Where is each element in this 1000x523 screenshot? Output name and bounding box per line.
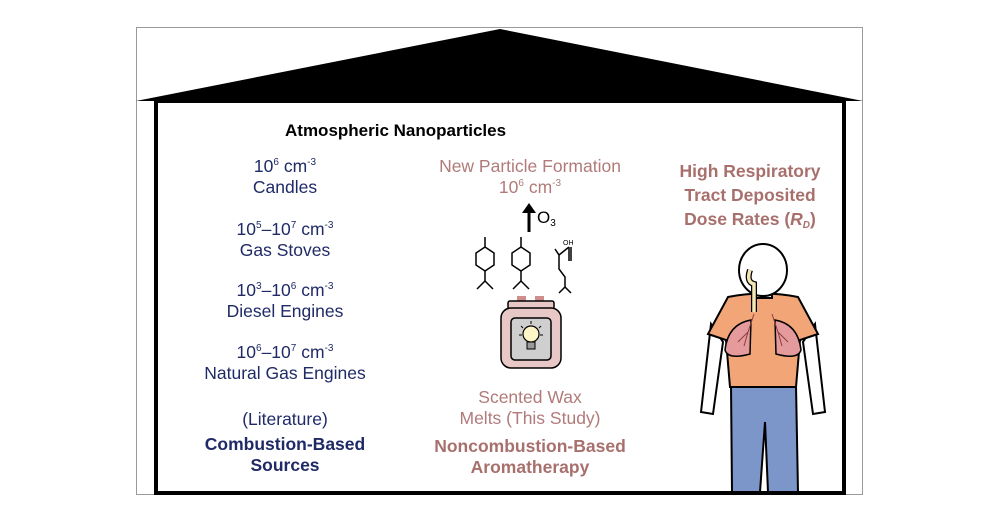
combustion-label: Combustion-Based Sources (204, 434, 366, 475)
source-gas-stoves: 105–107 cm-3 Gas Stoves (180, 219, 390, 261)
source-diesel-engines: 103–106 cm-3 Diesel Engines (180, 280, 390, 322)
page-title: Atmospheric Nanoparticles (285, 121, 507, 140)
source-name: Candles (252, 177, 318, 197)
wax-melt-jar-icon (500, 296, 562, 369)
source-name: Natural Gas Engines (204, 363, 366, 383)
literature-label: (Literature) (242, 409, 328, 429)
house-wall (154, 99, 846, 495)
wax-melt-label: Scented Wax Melts (This Study) (459, 387, 601, 428)
ozone-label: O3 (537, 208, 556, 229)
noncombustion-label: Noncombustion-Based Aromatherapy (434, 436, 626, 477)
svg-text:OH: OH (563, 240, 574, 247)
source-name: Gas Stoves (239, 240, 331, 260)
source-name: Diesel Engines (226, 301, 344, 321)
roof (136, 29, 863, 101)
source-natural-gas-engines: 106–107 cm-3 Natural Gas Engines (180, 342, 390, 384)
source-candles: 106 cm-3 Candles (180, 156, 390, 198)
terpene-molecules-icon: OH (475, 237, 574, 294)
person-figure (699, 243, 827, 492)
npf-label: New Particle Formation 106 cm-3 (439, 156, 621, 197)
up-arrow-icon (522, 203, 536, 232)
respiratory-dose-label: High Respiratory Tract Deposited Dose Ra… (679, 161, 821, 231)
